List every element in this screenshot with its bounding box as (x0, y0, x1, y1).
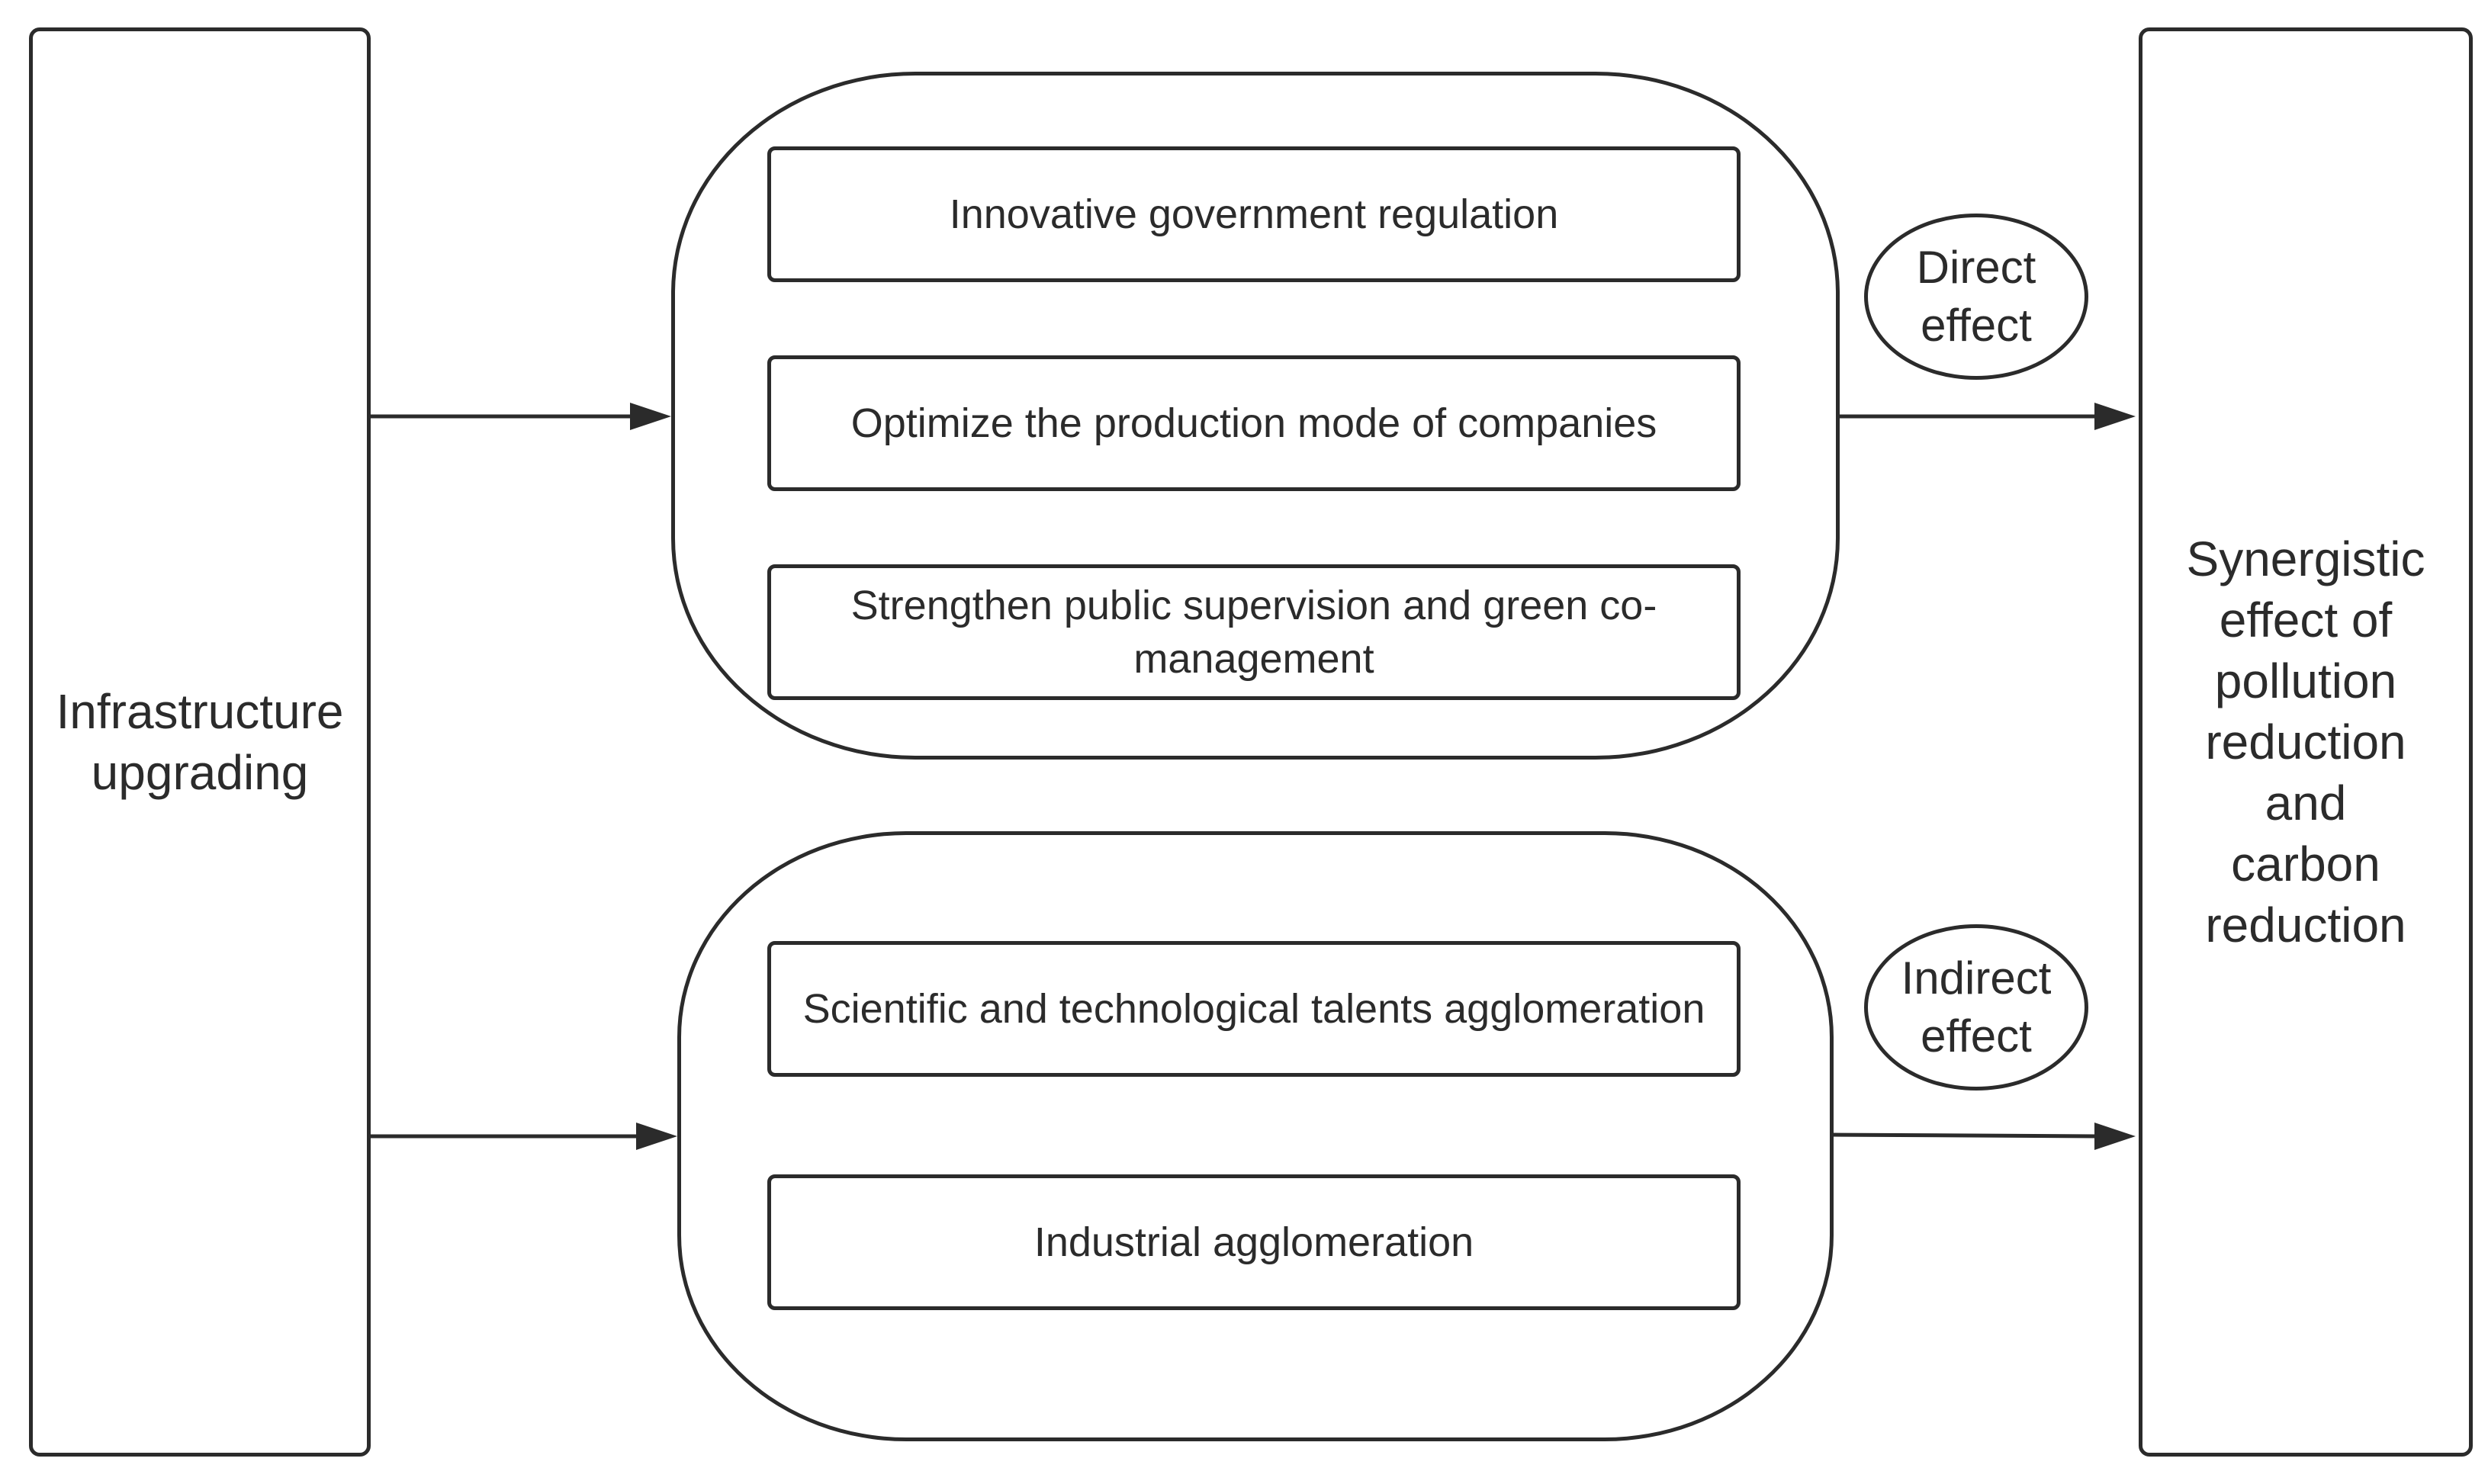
direct-effect-label: Direct effect (1916, 242, 2036, 351)
arrowhead-left-to-direct-group (630, 403, 671, 430)
direct-item-public-supervision: Strengthen public supervision and green … (767, 564, 1741, 700)
synergistic-effect-label: Synergistic effect of pollution reductio… (2186, 532, 2425, 952)
direct-item-label: Strengthen public supervision and green … (850, 583, 1657, 682)
arrowhead-indirect-group-to-right (2094, 1123, 2136, 1150)
indirect-item-label: Scientific and technological talents agg… (802, 986, 1705, 1032)
arrowhead-direct-group-to-right (2094, 403, 2136, 430)
arrow-indirect-group-to-right (1831, 1132, 2098, 1139)
arrowhead-left-to-indirect-group (636, 1123, 677, 1150)
direct-effect-bubble: Direct effect (1864, 214, 2088, 380)
infrastructure-upgrading-box: Infrastructure upgrading (29, 27, 371, 1457)
synergistic-effect-box: Synergistic effect of pollution reductio… (2139, 27, 2473, 1457)
indirect-effect-group (677, 831, 1834, 1441)
indirect-effect-bubble: Indirect effect (1864, 924, 2088, 1091)
indirect-effect-label: Indirect effect (1901, 952, 2052, 1062)
direct-item-label: Innovative government regulation (949, 191, 1559, 237)
direct-item-label: Optimize the production mode of companie… (850, 400, 1657, 446)
direct-item-production-mode: Optimize the production mode of companie… (767, 355, 1741, 491)
indirect-item-industrial-agglomeration: Industrial agglomeration (767, 1174, 1741, 1310)
indirect-item-label: Industrial agglomeration (1033, 1219, 1474, 1265)
indirect-item-talents-agglomeration: Scientific and technological talents agg… (767, 941, 1741, 1077)
infrastructure-upgrading-label: Infrastructure upgrading (56, 684, 344, 800)
direct-item-government-regulation: Innovative government regulation (767, 146, 1741, 282)
